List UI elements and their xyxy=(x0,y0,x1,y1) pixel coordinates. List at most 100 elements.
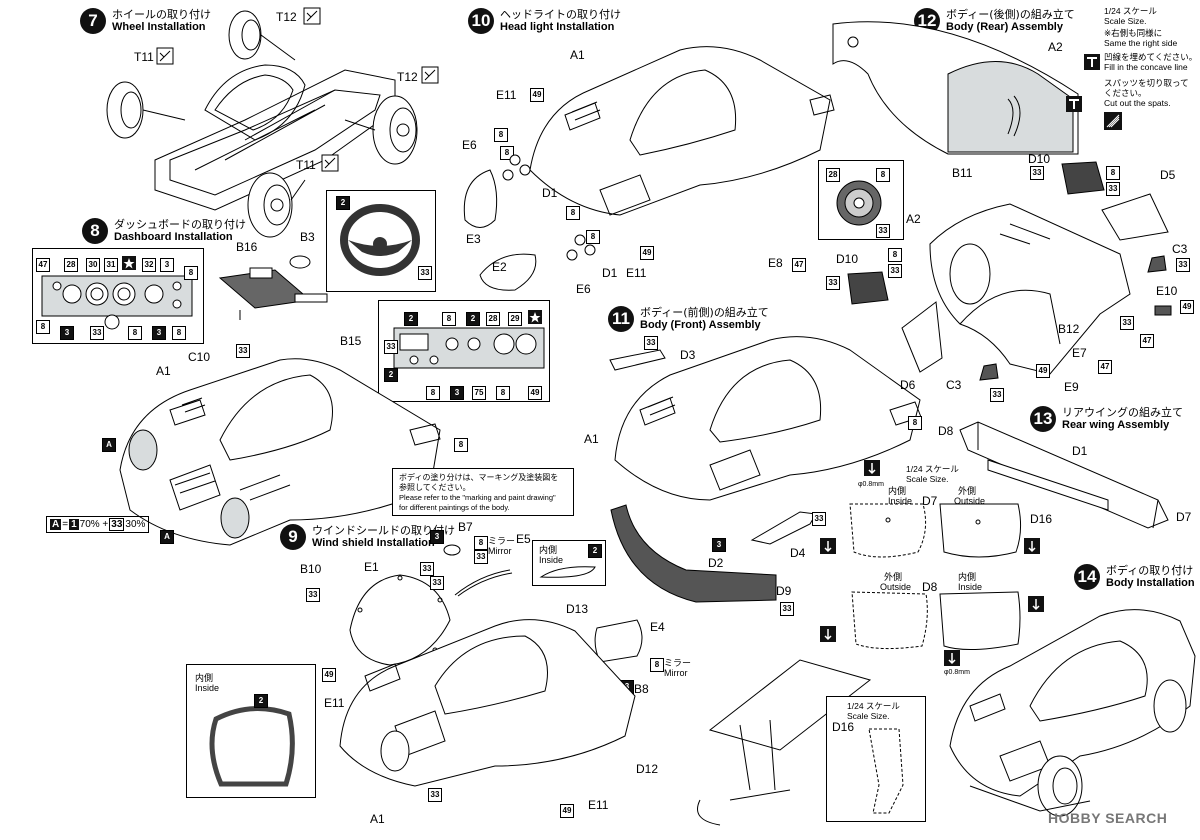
color-number: 8 xyxy=(586,230,600,244)
color-number: 47 xyxy=(1140,334,1154,348)
part-label: T11 xyxy=(296,158,316,172)
color-number: 8 xyxy=(496,386,510,400)
step-title-en: Rear wing Assembly xyxy=(1062,419,1170,431)
part-label: B10 xyxy=(300,562,322,576)
step-title-jp: ボディー(後側)の組み立て xyxy=(946,8,1075,21)
color-mix-note: A = 1 70% + 33 30% xyxy=(46,516,150,533)
part-label: E4 xyxy=(650,620,665,634)
color-number: 28 xyxy=(486,312,500,326)
color-number: 8 xyxy=(128,326,142,340)
part-label: D5 xyxy=(1160,168,1176,182)
fill-icon xyxy=(1066,96,1082,112)
body-rear-side-drawing xyxy=(832,21,1079,155)
mirror-e4-drawing xyxy=(594,619,643,663)
step-number: 9 xyxy=(280,524,306,550)
step-title-jp: ダッシュボードの取り付け xyxy=(114,218,246,231)
body-step10-drawing xyxy=(529,46,835,216)
color-number: 49 xyxy=(528,386,542,400)
color-number: 28 xyxy=(64,258,78,272)
part-label: A1 xyxy=(584,432,599,446)
color-number: 33 xyxy=(876,224,890,238)
color-number: 3 xyxy=(152,326,166,340)
d5-panel-drawing xyxy=(1101,193,1169,241)
part-label: B11 xyxy=(952,166,973,180)
cut-en: Cut out the spats. xyxy=(1104,98,1171,108)
step-number: 8 xyxy=(82,218,108,244)
part-label: D7 xyxy=(922,494,938,508)
step-number: 13 xyxy=(1030,406,1056,432)
color-number: 49 xyxy=(1036,364,1050,378)
inside-jp: 内側 xyxy=(958,572,977,582)
part-label: E11 xyxy=(324,696,345,710)
d16-scale-box: 1/24 スケール Scale Size. xyxy=(826,696,926,822)
mirror-en: Mirror xyxy=(664,668,688,678)
mirror-jp: ミラー xyxy=(488,536,516,546)
color-number: 49 xyxy=(640,246,654,260)
color-number: 2 xyxy=(336,196,350,210)
fill-jp: 凹線を埋めてください。 xyxy=(1104,52,1198,62)
mirror-parts-drawing xyxy=(443,544,513,597)
cut-jp: スパッツを切り取って xyxy=(1104,78,1189,88)
color-number: 8 xyxy=(888,248,902,262)
step-10-header: 10 ヘッドライトの取り付け Head light Installation xyxy=(468,8,621,34)
inside-en: Inside xyxy=(888,496,913,506)
mix-tag: A xyxy=(50,519,62,530)
part-label: D4 xyxy=(790,546,806,560)
paint-note-box: ボディの塗り分けは、マーキング及塗装図を 参照してください。 Please re… xyxy=(392,468,574,516)
e10-part-drawing xyxy=(1154,305,1172,316)
drill-icon xyxy=(1024,538,1040,554)
part-label: D8 xyxy=(938,424,954,438)
color-number: 8 xyxy=(566,206,580,220)
paint-note-jp-2: 参照してください。 xyxy=(399,483,471,492)
headlight-parts-drawing xyxy=(463,154,596,291)
right-same-en: Same the right side xyxy=(1104,38,1178,48)
c3-part-drawing-2 xyxy=(979,363,999,381)
step-title-en: Head light Installation xyxy=(500,21,615,33)
part-label: D16 xyxy=(1030,512,1053,526)
windshield-drawing xyxy=(349,574,451,666)
color-number: 3 xyxy=(430,530,444,544)
color-number: 47 xyxy=(36,258,50,272)
c3-part-drawing xyxy=(1147,255,1167,273)
color-number: 33 xyxy=(306,588,320,602)
inside-label-en: Inside xyxy=(539,555,564,565)
step-title-jp: リアウイングの組み立て xyxy=(1062,406,1183,419)
cut-icon xyxy=(1104,112,1122,130)
step-14-header: 14 ボディの取り付け Body Installation xyxy=(1074,564,1195,590)
step-number: 7 xyxy=(80,8,106,34)
inside-label-jp: 内側 xyxy=(539,545,558,555)
part-label: E6 xyxy=(462,138,477,152)
color-number: 2 xyxy=(254,694,268,708)
steering-wheel-icon xyxy=(340,204,420,276)
color-number: 8 xyxy=(650,658,664,672)
part-label: D1 xyxy=(1072,444,1088,458)
drill-size-2: φ0.8mm xyxy=(944,669,970,676)
part-label: D12 xyxy=(636,762,659,776)
color-number: 3 xyxy=(450,386,464,400)
d16-strut-drawing xyxy=(868,728,904,814)
paint-icon xyxy=(321,154,339,172)
d7-endplates-drawing xyxy=(849,503,1022,558)
d4-part-drawing xyxy=(750,511,817,545)
color-number: 31 xyxy=(104,258,118,272)
part-label: E8 xyxy=(768,256,783,270)
color-number: 2 xyxy=(404,312,418,326)
body-step9-drawing xyxy=(339,619,636,787)
color-number: 8 xyxy=(876,168,890,182)
part-tag: A xyxy=(102,438,116,452)
outside-en: Outside xyxy=(880,582,912,592)
color-number: 33 xyxy=(474,550,488,564)
color-number: 33 xyxy=(990,388,1004,402)
color-number: 8 xyxy=(908,416,922,430)
dashboard-panel-drawing xyxy=(41,275,193,330)
color-number: 2 xyxy=(588,544,602,558)
part-label: E11 xyxy=(588,798,609,812)
d10-vent-drawing xyxy=(1061,161,1105,195)
color-number: 8 xyxy=(172,326,186,340)
drill-icon xyxy=(820,538,836,554)
paint-note-en-2: for different paintings of the body. xyxy=(399,503,510,512)
step-title-jp: ホイールの取り付け xyxy=(112,8,211,21)
part-label: E6 xyxy=(576,282,591,296)
color-number: 33 xyxy=(1106,182,1120,196)
